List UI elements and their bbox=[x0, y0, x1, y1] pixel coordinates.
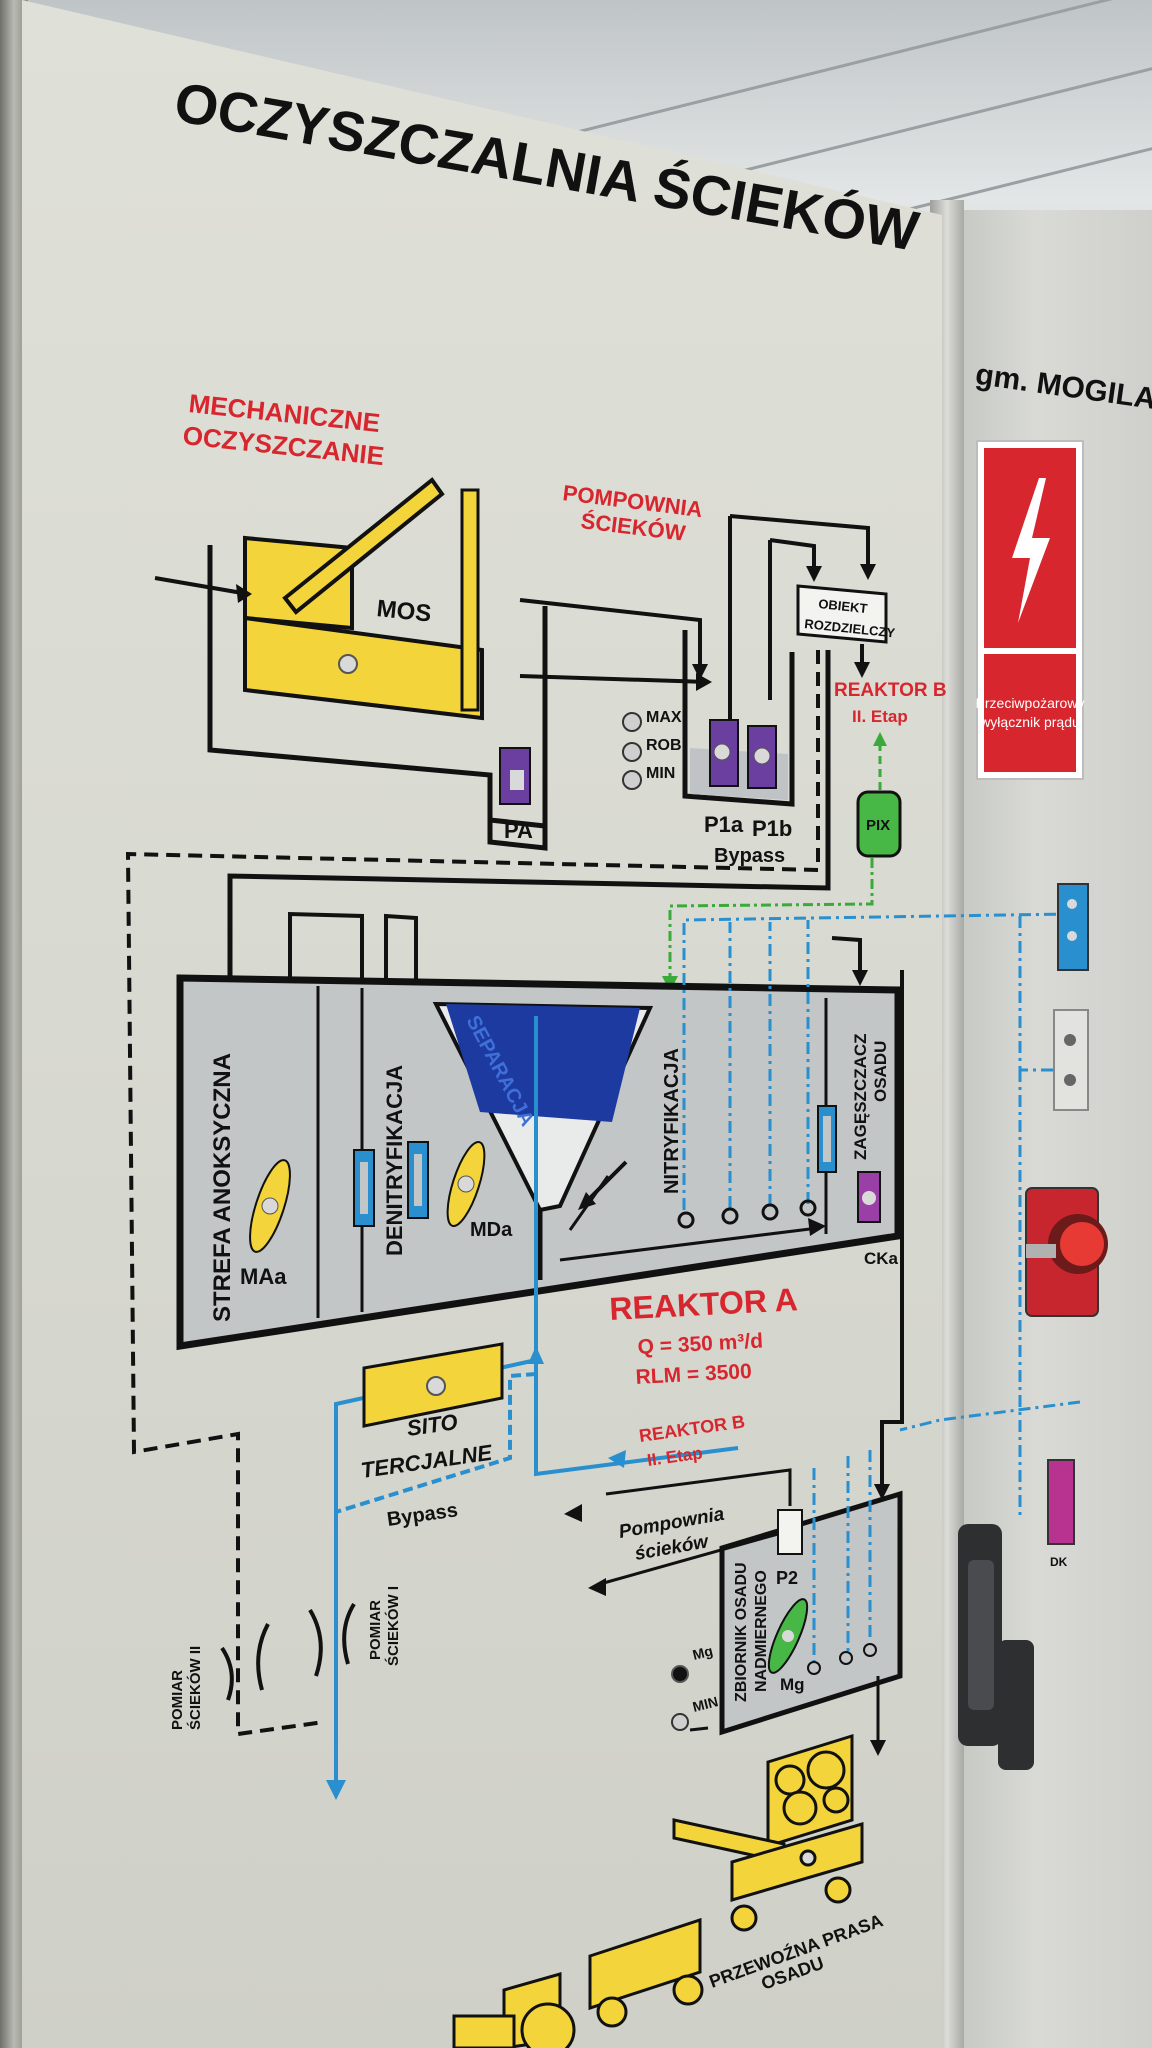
mobile-press bbox=[452, 1733, 864, 2048]
effluent-arrow-down bbox=[326, 1780, 346, 1800]
distribution-box bbox=[728, 514, 888, 720]
label-p1a: P1a bbox=[704, 812, 744, 837]
label-p2: P2 bbox=[776, 1568, 798, 1588]
label-anoxic-zone: STREFA ANOKSYCZNA bbox=[209, 1053, 236, 1322]
sludge-level-sensors bbox=[671, 1665, 689, 1731]
label-p1b: P1b bbox=[752, 816, 792, 841]
bypass-line-top bbox=[125, 650, 820, 1737]
label-measure-1-2: ŚCIEKÓW I bbox=[384, 1586, 402, 1666]
label-flow: Q = 350 m³/d bbox=[637, 1329, 764, 1359]
label-sieve-2: TERCJALNE bbox=[359, 1440, 495, 1483]
label-measure-1-1: POMIAR bbox=[367, 1600, 384, 1660]
cabinet-door-handle[interactable] bbox=[958, 1524, 1034, 1770]
label-level-rob: ROB bbox=[646, 737, 682, 754]
effluent-arrow-left bbox=[608, 1450, 626, 1468]
label-mg: Mg bbox=[780, 1675, 805, 1694]
label-reactor-a: REAKTOR A bbox=[608, 1281, 798, 1327]
right-cabinet-devices bbox=[899, 883, 1089, 1545]
label-bypass-bottom: Bypass bbox=[386, 1499, 460, 1531]
label-distribution-1: OBIEKT bbox=[818, 596, 868, 616]
label-thickener-2: OSADU bbox=[871, 1041, 890, 1102]
label-denitrification: DENITRYFIKACJA bbox=[382, 1065, 407, 1256]
label-thickener-1: ZAGĘSZCZACZ bbox=[851, 1033, 870, 1160]
label-maa: MAa bbox=[240, 1264, 287, 1289]
label-reactor-b-mid-2: II. Etap bbox=[646, 1443, 704, 1470]
label-min-level: MIN bbox=[691, 1693, 720, 1715]
label-pix: PIX bbox=[866, 817, 890, 834]
warning-sign-text: Przeciwpożarowy wyłącznik prądu bbox=[976, 654, 1084, 772]
label-pa: PA bbox=[504, 818, 533, 843]
denitrification-probes bbox=[353, 1105, 837, 1227]
label-cka: CKa bbox=[864, 1249, 899, 1268]
lightning-icon bbox=[984, 448, 1076, 648]
flow-measurement bbox=[220, 1602, 356, 1701]
fire-power-switch-sign: Przeciwpożarowy wyłącznik prądu bbox=[976, 440, 1084, 780]
label-mg-level: Mg bbox=[691, 1642, 714, 1662]
label-reactor-b-top-1: REAKTOR B bbox=[834, 680, 947, 701]
label-nitrification: NITRYFIKACJA bbox=[661, 1048, 683, 1194]
emergency-stop-button[interactable] bbox=[1025, 1187, 1108, 1317]
tertiary-sieve bbox=[362, 1342, 504, 1428]
label-excess-sludge-1: ZBIORNIK OSADU bbox=[733, 1562, 750, 1702]
diffusers bbox=[677, 1199, 817, 1229]
excess-sludge-tank bbox=[564, 1422, 903, 1756]
diagram-title: OCZYSZCZALNIA ŚCIEKÓW bbox=[170, 70, 924, 263]
mixer-mda bbox=[446, 1140, 486, 1228]
label-reactor-b-mid-1: REAKTOR B bbox=[638, 1411, 746, 1446]
label-excess-sludge-2: NADMIERNEGO bbox=[753, 1570, 770, 1692]
mechanical-screen-unit bbox=[154, 477, 546, 829]
level-sensors bbox=[622, 712, 642, 790]
reactor-a-tank bbox=[176, 974, 902, 1351]
label-bypass-top: Bypass bbox=[714, 845, 785, 867]
label-measure-2-2: ŚCIEKÓW II bbox=[186, 1646, 204, 1730]
pump-pa bbox=[487, 606, 548, 851]
label-measure-2-1: POMIAR bbox=[169, 1670, 186, 1730]
mixer-maa bbox=[249, 1159, 291, 1253]
pumps-p1 bbox=[519, 598, 795, 807]
label-reactor-b-top-2: II. Etap bbox=[852, 707, 908, 726]
pump-cka bbox=[831, 936, 904, 1424]
label-mda: MDa bbox=[470, 1219, 513, 1241]
label-rlm: RLM = 3500 bbox=[635, 1360, 752, 1389]
pix-dosing bbox=[662, 732, 902, 992]
label-level-max: MAX bbox=[646, 709, 682, 726]
label-mos: MOS bbox=[375, 595, 432, 628]
label-dk: DK bbox=[1050, 1555, 1068, 1569]
effluent-arrow-up bbox=[528, 1346, 544, 1364]
label-level-min: MIN bbox=[646, 765, 675, 782]
